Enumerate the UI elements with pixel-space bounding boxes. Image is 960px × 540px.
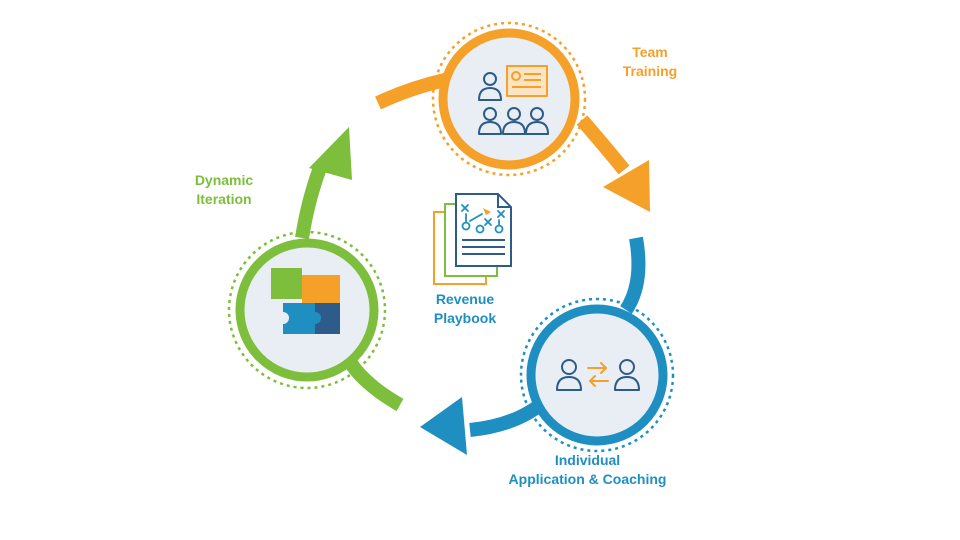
team-training-label-line-2: Training	[622, 63, 678, 79]
dynamic-iteration-label-line-1: Dynamic	[194, 172, 254, 188]
green-arrow	[295, 127, 404, 412]
people-exchange-icon	[556, 359, 640, 391]
team-training-label: Team Training	[605, 43, 695, 81]
individual-coaching-label-line-2: Application & Coaching	[508, 471, 667, 487]
dynamic-iteration-node	[227, 230, 387, 390]
playbook-document-icon	[433, 193, 512, 285]
revenue-playbook-label: Revenue Playbook	[415, 290, 515, 328]
team-training-label-line-1: Team	[632, 44, 668, 60]
puzzle-icon	[271, 268, 340, 334]
revenue-playbook-label-line-2: Playbook	[433, 310, 497, 326]
revenue-playbook-label-line-1: Revenue	[435, 291, 495, 307]
orange-arrow	[375, 73, 650, 212]
dynamic-iteration-label: Dynamic Iteration	[178, 171, 270, 209]
classroom-icon	[478, 65, 549, 135]
individual-coaching-node	[519, 297, 675, 453]
team-training-node	[431, 21, 587, 177]
dynamic-iteration-label-line-2: Iteration	[196, 191, 252, 207]
individual-coaching-label: Individual Application & Coaching	[495, 451, 680, 489]
individual-coaching-label-line-1: Individual	[554, 452, 621, 468]
